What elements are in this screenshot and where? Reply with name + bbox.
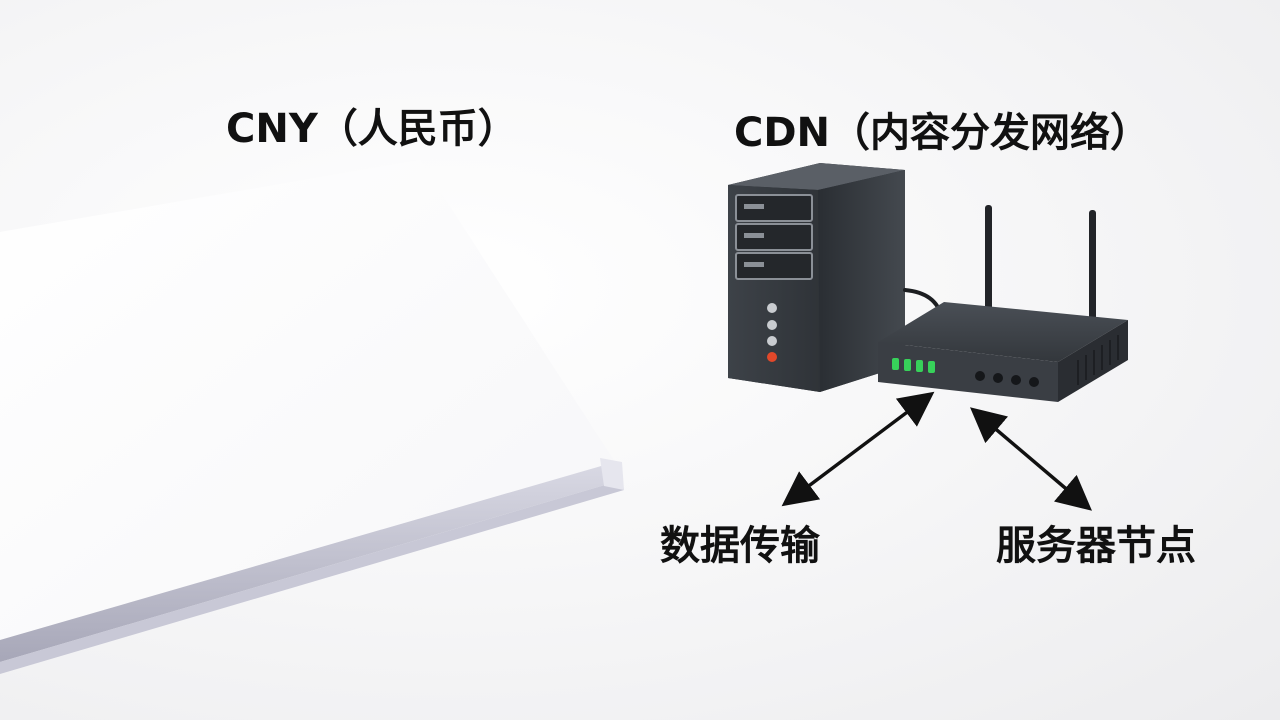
router-status-leds (892, 358, 935, 373)
arrow-server-node (969, 407, 1093, 511)
server-tower-icon (728, 163, 905, 392)
cdn-title: CDN（内容分发网络） (734, 110, 1151, 156)
router-ports (975, 371, 1039, 387)
server-node-label: 服务器节点 (996, 523, 1196, 569)
data-transfer-label: 数据传输 (660, 523, 820, 569)
wifi-router-icon (878, 205, 1128, 402)
arrow-data-transfer (781, 391, 935, 507)
router-vents (1077, 335, 1119, 385)
cny-title: CNY（人民币） (226, 106, 518, 152)
paper-stack-icon (0, 160, 624, 674)
